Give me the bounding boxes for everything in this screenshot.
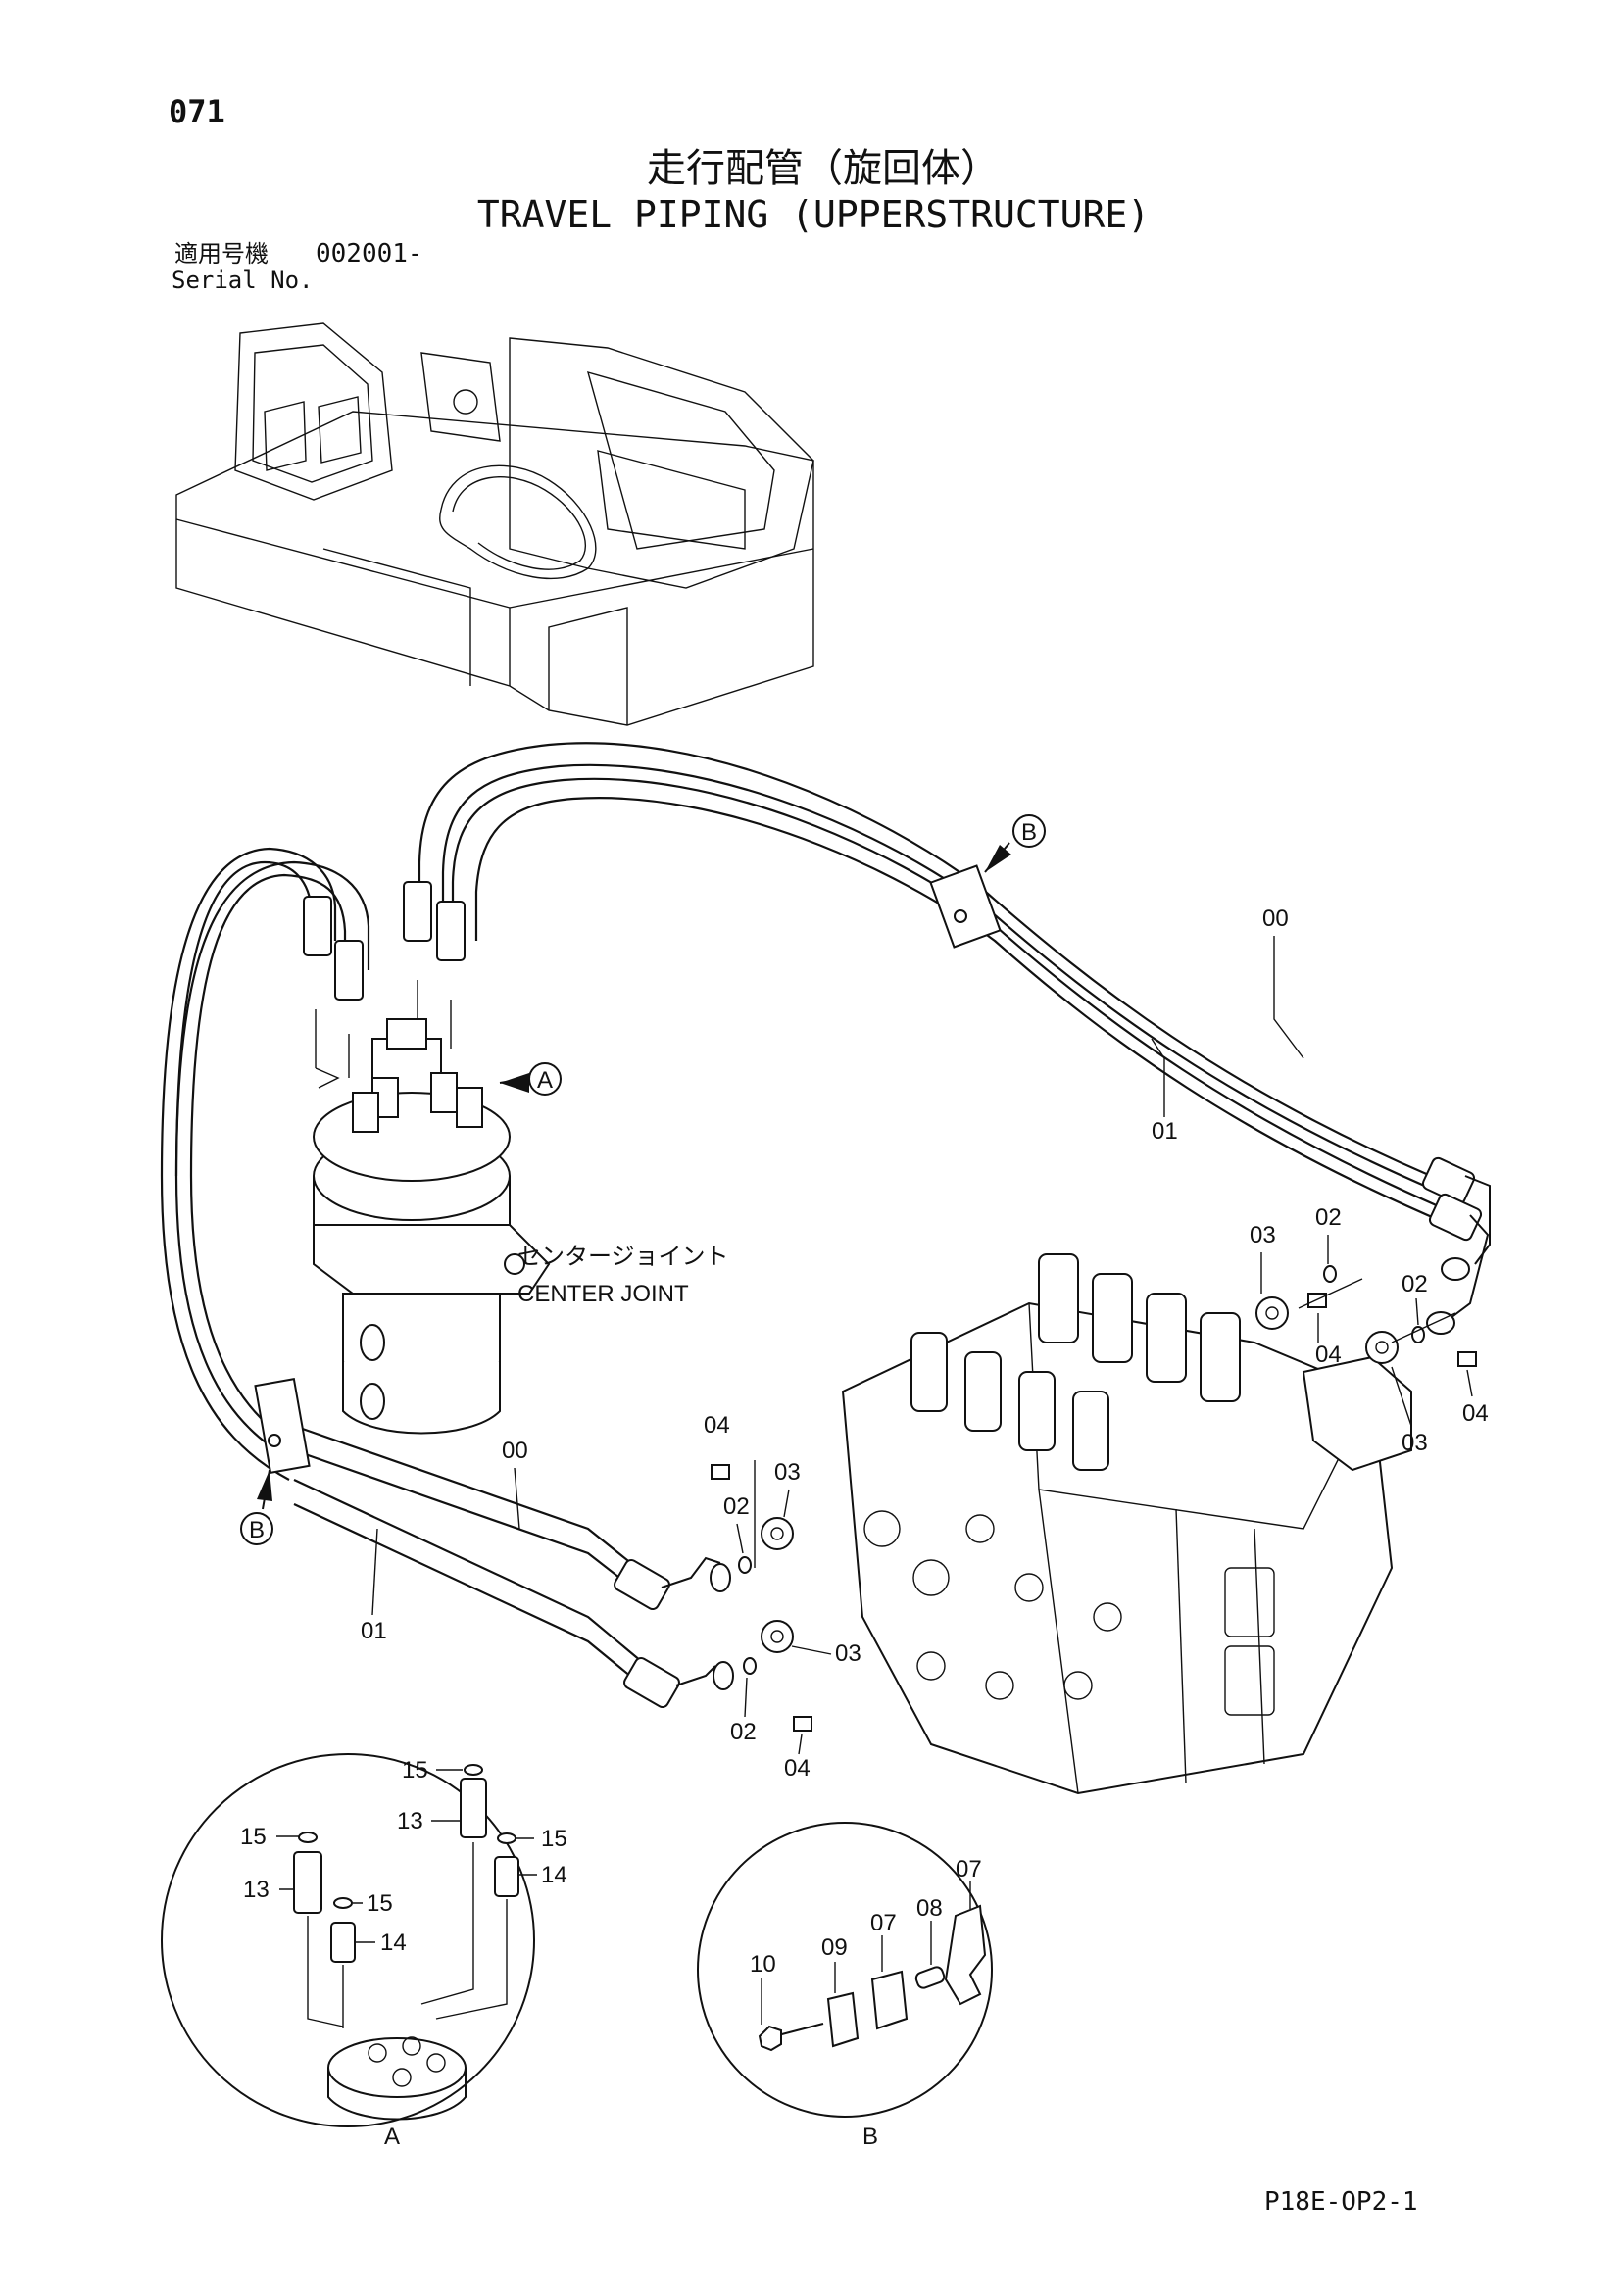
detail-a-label: A [384, 2124, 400, 2150]
part-label-02-upper-a: 02 [1315, 1204, 1342, 1231]
callout-b-upper: B [984, 814, 1046, 873]
serial-label-japanese: 適用号機 [174, 240, 269, 268]
detail-b-label: B [862, 2124, 878, 2150]
part-label-03-upper-b: 03 [1402, 1430, 1428, 1456]
detail-b-label-10: 10 [750, 1951, 776, 1978]
hose-assembly-left [160, 847, 734, 1709]
detail-b-label-07-left: 07 [870, 1910, 897, 1936]
center-joint-label-jp: センタージョイント [517, 1244, 729, 1270]
callout-b-upper-letter: B [1021, 819, 1037, 846]
callout-b-lower-letter: B [249, 1517, 265, 1543]
hose-clamp-lower [254, 1378, 311, 1474]
part-label-02-mid: 02 [723, 1493, 750, 1520]
part-label-04-low: 04 [784, 1755, 811, 1782]
part-label-03-low: 03 [835, 1640, 861, 1667]
drawing-code: P18E-OP2-1 [1264, 2187, 1418, 2217]
serial-value: 002001- [316, 239, 423, 269]
part-label-00-bottom: 00 [502, 1438, 528, 1464]
flange-hardware [711, 1265, 1477, 1732]
detail-a-label-15-left: 15 [240, 1824, 267, 1850]
part-label-01-top: 01 [1152, 1118, 1178, 1145]
center-joint-label-en: CENTER JOINT [517, 1281, 689, 1307]
part-label-04-mid: 04 [704, 1412, 730, 1439]
part-label-00-top: 00 [1262, 905, 1289, 932]
callout-b-lower: B [240, 1469, 273, 1545]
part-label-01-bottom: 01 [361, 1618, 387, 1644]
detail-b-label-07-right: 07 [956, 1856, 982, 1882]
part-label-03-upper-a: 03 [1250, 1222, 1276, 1248]
callout-a-letter: A [537, 1067, 553, 1094]
callout-a: A [499, 1062, 562, 1096]
part-label-03-mid: 03 [774, 1459, 801, 1486]
detail-a-label-15-mid: 15 [367, 1890, 393, 1917]
part-label-02-low: 02 [730, 1719, 757, 1745]
title-english: TRAVEL PIPING (UPPERSTRUCTURE) [477, 193, 1150, 236]
detail-b-label-09: 09 [821, 1934, 848, 1961]
detail-b-view [697, 1822, 993, 2118]
detail-a-label-13-left: 13 [243, 1877, 270, 1903]
hose-assembly-upper [418, 742, 1491, 1335]
detail-a-label-15-right: 15 [541, 1826, 567, 1852]
part-label-04-upper-a: 04 [1315, 1342, 1342, 1368]
part-label-02-upper-b: 02 [1402, 1271, 1428, 1297]
machine-overview-illustration [175, 322, 814, 726]
detail-a-label-15-top: 15 [402, 1757, 428, 1783]
part-label-04-upper-b: 04 [1462, 1400, 1489, 1427]
title-japanese: 走行配管（旋回体） [647, 146, 1000, 191]
serial-label-english: Serial No. [172, 267, 314, 294]
detail-a-label-14-right: 14 [541, 1862, 567, 1888]
page-number: 071 [169, 93, 225, 130]
center-joint-illustration [303, 881, 551, 1435]
detail-a-view [161, 1753, 537, 2127]
detail-a-label-14-mid: 14 [380, 1930, 407, 1956]
detail-a-label-13-top: 13 [397, 1808, 423, 1834]
control-valve-illustration [841, 1253, 1412, 1795]
hose-clamp-upper [929, 864, 1002, 949]
detail-b-label-08: 08 [916, 1895, 943, 1922]
